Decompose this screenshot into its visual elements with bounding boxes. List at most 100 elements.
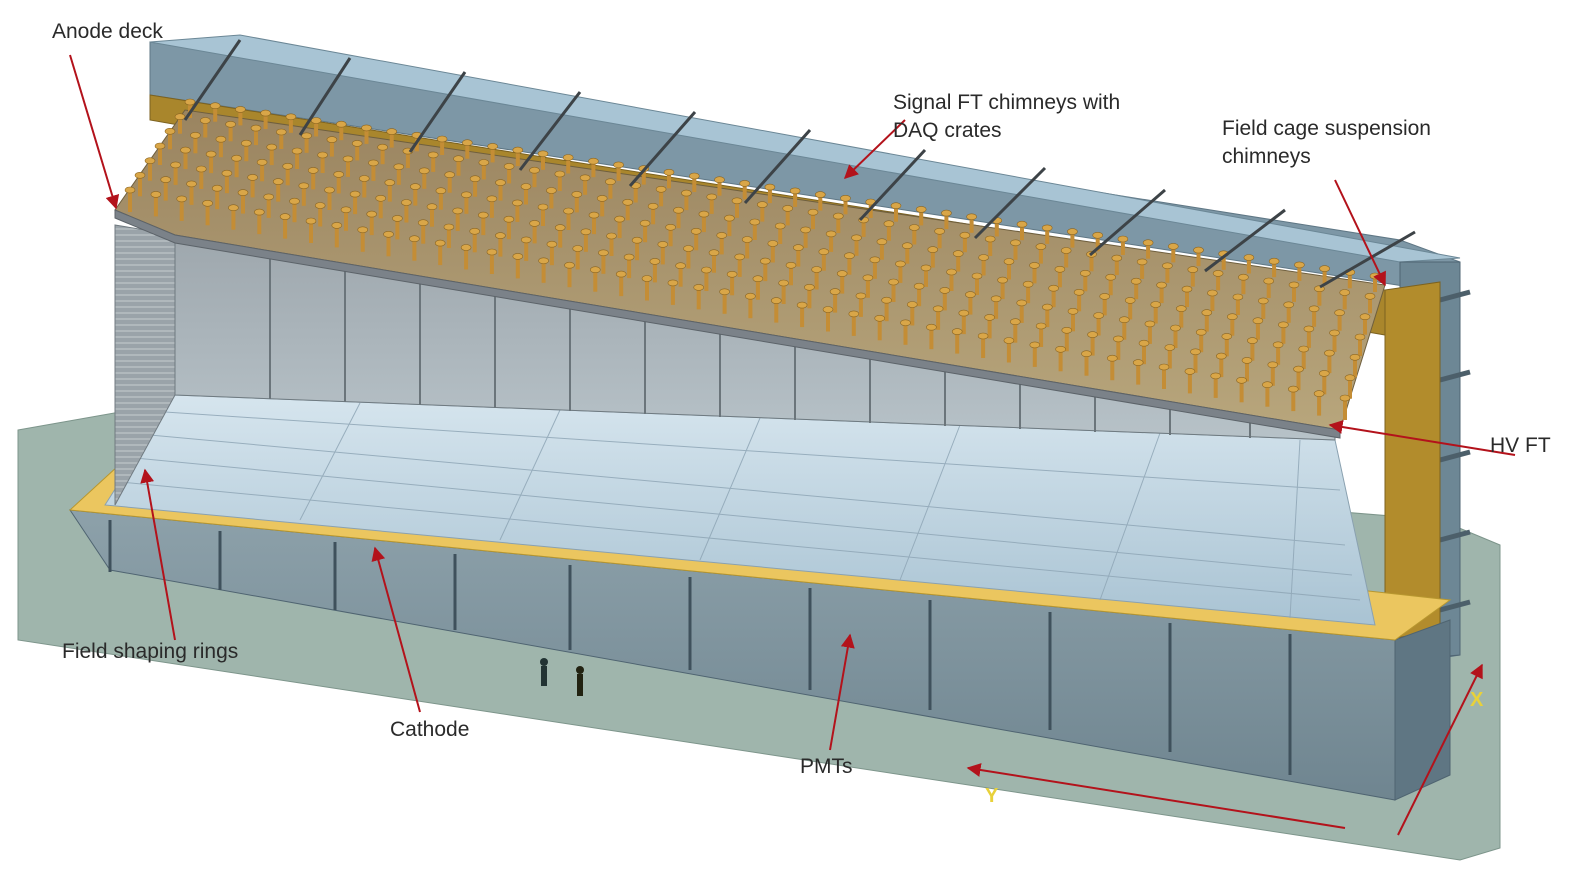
chimney: [1255, 320, 1260, 340]
chimney: [498, 182, 503, 201]
chimney: [1013, 321, 1018, 343]
chimney: [633, 185, 638, 203]
chimney-cap: [1308, 305, 1320, 313]
chimney: [396, 166, 401, 185]
chimney: [292, 201, 297, 223]
chimney: [1095, 235, 1100, 252]
chimney-cap: [241, 139, 252, 147]
chimney-cap: [1061, 326, 1073, 334]
chimney-cap: [180, 146, 191, 154]
chimney: [872, 259, 877, 279]
chimney-cap: [908, 224, 920, 231]
chimney: [593, 269, 598, 292]
chimney-cap: [384, 179, 396, 186]
chimney-cap: [1232, 293, 1244, 301]
chimney-cap: [579, 174, 591, 182]
chimney-cap: [690, 228, 702, 235]
chimney: [942, 290, 947, 311]
chimney: [412, 238, 417, 261]
chimney-cap: [279, 213, 291, 220]
chimney-cap: [665, 224, 676, 231]
chimney-cap: [174, 113, 186, 120]
chimney: [413, 186, 418, 206]
chimney-cap: [789, 187, 801, 195]
chimney: [575, 248, 580, 270]
chimney: [1292, 284, 1296, 302]
chimney: [601, 252, 606, 274]
chimney-cap: [426, 203, 438, 210]
chimney: [128, 190, 132, 212]
chimney: [472, 231, 477, 253]
chimney: [1045, 307, 1050, 328]
chimney-cap: [764, 183, 776, 191]
chimney-cap: [1252, 317, 1264, 325]
chimney-cap: [461, 191, 472, 199]
chimney: [1167, 347, 1172, 369]
chimney: [1342, 292, 1347, 310]
chimney: [353, 194, 358, 215]
chimney-cap: [1138, 339, 1150, 347]
chimney-cap: [1268, 257, 1280, 265]
chimney-cap: [333, 171, 345, 178]
arrow-hv-ft: [1328, 420, 1516, 456]
chimney-cap: [453, 155, 464, 162]
chimney-cap: [124, 186, 136, 194]
chimney: [701, 214, 706, 233]
chimney-cap: [443, 223, 455, 231]
chimney: [205, 203, 210, 226]
chimney: [362, 178, 367, 198]
chimney: [1026, 284, 1031, 304]
chimney: [334, 225, 339, 248]
chimney-cap: [1010, 239, 1021, 247]
chimney: [1102, 296, 1107, 316]
chimney-cap: [855, 292, 867, 300]
chimney: [944, 213, 949, 230]
chimney-cap: [435, 187, 447, 194]
chimney-cap: [939, 287, 951, 294]
chimney: [557, 174, 562, 191]
chimney: [616, 164, 621, 181]
chimney-cap: [1073, 288, 1085, 296]
chimney-cap: [965, 291, 976, 298]
chimney: [1291, 389, 1296, 412]
chimney-cap: [546, 187, 557, 194]
chimney: [1276, 344, 1281, 365]
chimney-cap: [1278, 321, 1289, 329]
chimney-cap: [1349, 353, 1361, 361]
chimney-cap: [657, 241, 669, 248]
chimney: [737, 256, 742, 277]
chimney: [1136, 362, 1141, 385]
anode-deck-edge: [114, 209, 1341, 439]
chimney: [1306, 328, 1311, 348]
chimney: [1219, 356, 1224, 378]
chimney-cap: [1241, 357, 1253, 364]
chimney-cap: [1324, 349, 1335, 357]
chimney-cap: [571, 191, 583, 198]
chimney-cap: [1339, 289, 1350, 296]
chimney-cap: [1288, 385, 1299, 393]
chimney: [1235, 297, 1240, 315]
chimney-cap: [487, 143, 498, 150]
chimney: [481, 215, 486, 236]
chimney-cap: [512, 253, 524, 260]
chimney: [336, 174, 341, 194]
chimney: [1245, 360, 1249, 382]
chimney: [269, 147, 274, 166]
chimney: [566, 157, 571, 174]
chimney-cap: [883, 220, 895, 227]
chimney: [752, 222, 757, 240]
chimney: [1058, 349, 1063, 372]
chimney-cap: [1247, 337, 1258, 344]
gold-insulation-right: [1384, 281, 1441, 641]
chimney: [254, 128, 258, 146]
chimney-cap: [477, 211, 489, 219]
chimney: [455, 210, 460, 231]
chimney-cap: [1190, 348, 1201, 356]
chimney: [1162, 367, 1166, 389]
chimney: [314, 120, 319, 137]
chimney: [1322, 268, 1327, 285]
chimney: [301, 185, 306, 206]
chimney: [489, 198, 494, 218]
chimney: [696, 287, 701, 310]
chimney-cap: [409, 235, 420, 242]
